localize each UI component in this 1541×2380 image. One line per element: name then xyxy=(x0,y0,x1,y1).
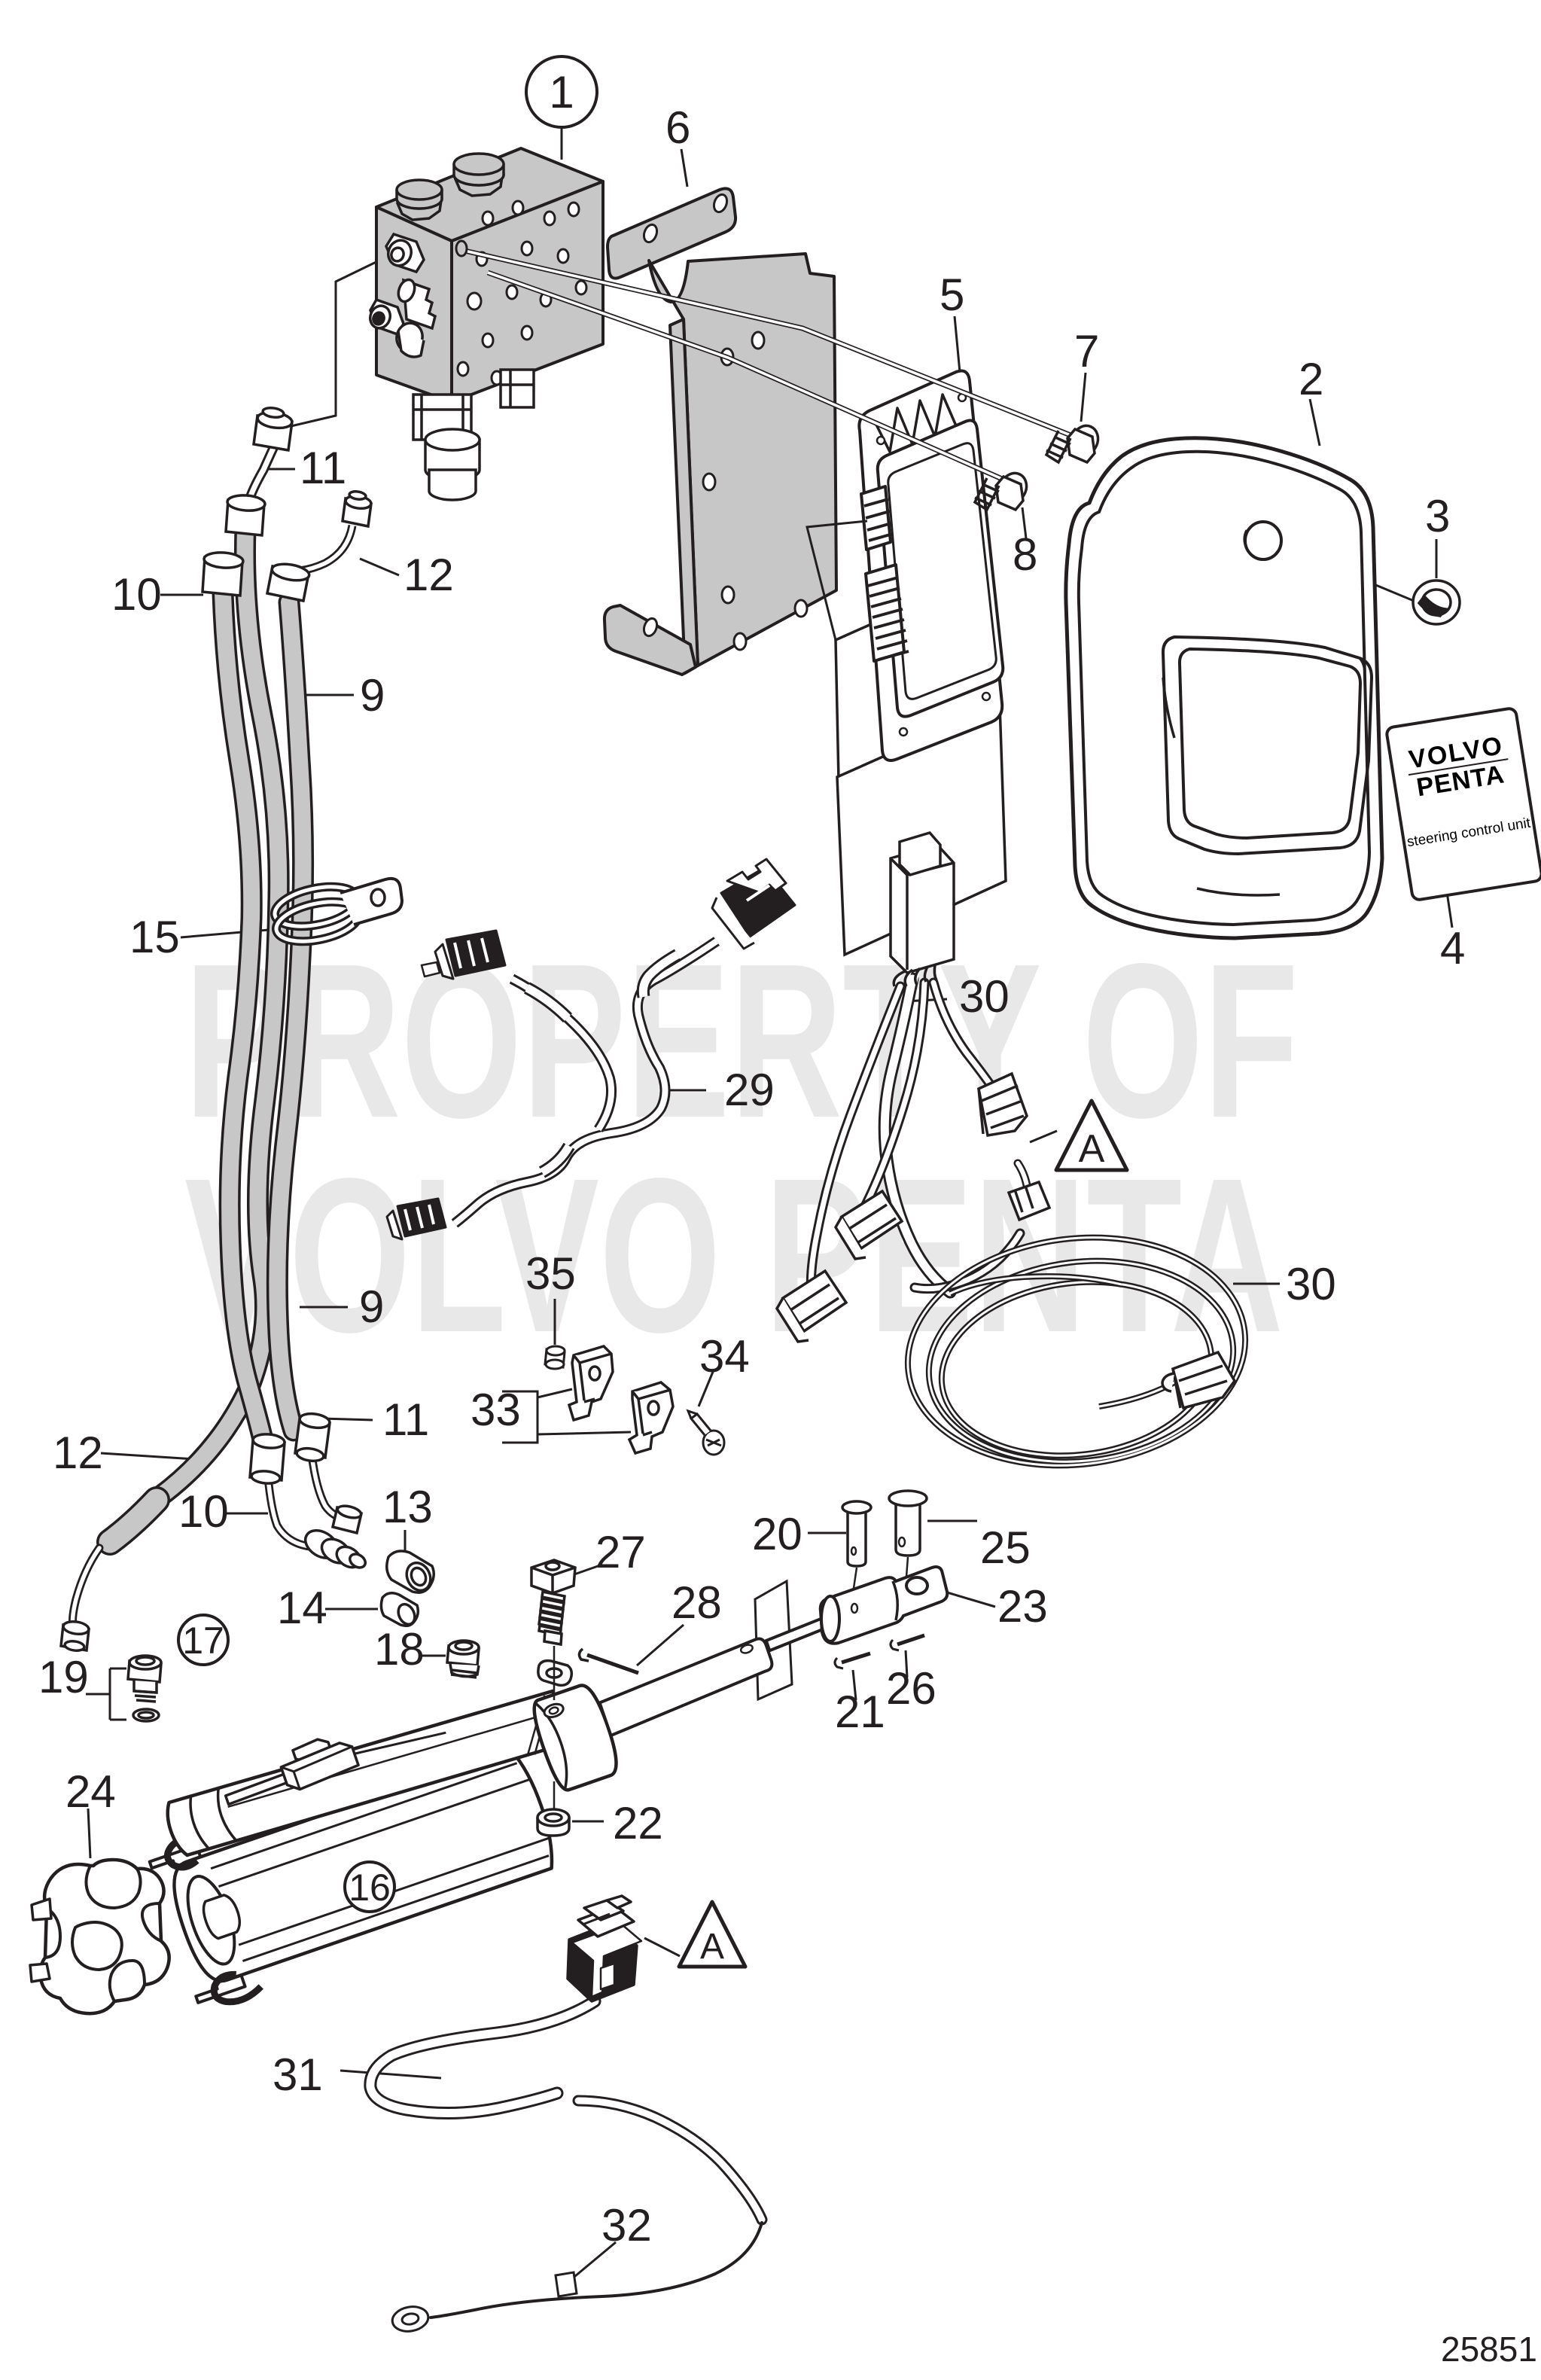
svg-text:VOLVO PENTA: VOLVO PENTA xyxy=(184,1132,1284,1378)
svg-text:26: 26 xyxy=(886,1663,936,1714)
svg-text:2: 2 xyxy=(1299,354,1323,404)
svg-text:16: 16 xyxy=(349,1867,391,1909)
svg-text:17: 17 xyxy=(182,1620,224,1662)
svg-text:20: 20 xyxy=(752,1509,802,1559)
svg-text:21: 21 xyxy=(835,1687,885,1737)
svg-text:7: 7 xyxy=(1074,326,1099,376)
svg-text:10: 10 xyxy=(111,569,162,620)
svg-text:25: 25 xyxy=(980,1522,1031,1573)
svg-text:33: 33 xyxy=(471,1385,521,1435)
svg-text:8: 8 xyxy=(1013,529,1037,580)
svg-text:9: 9 xyxy=(359,1281,384,1332)
svg-text:9: 9 xyxy=(360,670,385,721)
svg-text:19: 19 xyxy=(38,1652,89,1702)
svg-text:18: 18 xyxy=(374,1624,425,1675)
svg-text:27: 27 xyxy=(595,1527,646,1577)
svg-text:29: 29 xyxy=(724,1065,775,1115)
svg-text:11: 11 xyxy=(382,1394,429,1445)
svg-text:1: 1 xyxy=(549,67,574,117)
svg-text:12: 12 xyxy=(404,550,454,600)
svg-text:32: 32 xyxy=(601,2200,652,2250)
svg-text:31: 31 xyxy=(273,2049,323,2100)
svg-text:A: A xyxy=(1079,1127,1105,1171)
svg-text:25851: 25851 xyxy=(1441,2330,1537,2369)
svg-text:12: 12 xyxy=(53,1428,103,1478)
svg-text:22: 22 xyxy=(613,1798,663,1848)
svg-text:35: 35 xyxy=(525,1248,576,1299)
svg-text:28: 28 xyxy=(672,1577,722,1628)
svg-text:3: 3 xyxy=(1425,491,1450,541)
svg-text:34: 34 xyxy=(699,1331,750,1382)
svg-text:A: A xyxy=(700,1927,724,1967)
svg-text:15: 15 xyxy=(129,912,180,962)
svg-text:23: 23 xyxy=(997,1581,1048,1632)
svg-text:5: 5 xyxy=(940,270,964,320)
svg-text:10: 10 xyxy=(178,1486,229,1537)
svg-text:PROPERTY OF: PROPERTY OF xyxy=(184,918,1299,1163)
svg-text:24: 24 xyxy=(65,1766,116,1817)
svg-text:11: 11 xyxy=(300,443,346,493)
svg-text:6: 6 xyxy=(665,102,690,153)
svg-text:4: 4 xyxy=(1440,923,1465,974)
svg-text:13: 13 xyxy=(382,1482,433,1532)
svg-text:30: 30 xyxy=(1286,1259,1336,1309)
svg-text:14: 14 xyxy=(277,1583,327,1633)
svg-text:30: 30 xyxy=(959,971,1010,1022)
